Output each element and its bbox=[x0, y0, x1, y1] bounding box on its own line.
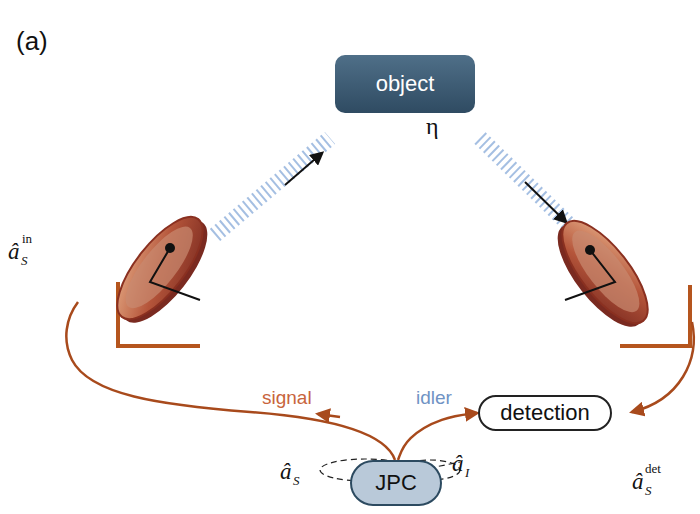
idler-label: idler bbox=[416, 388, 452, 407]
operator-symbol: â bbox=[280, 460, 292, 483]
operator-symbol: â bbox=[452, 452, 464, 475]
microwave-beam bbox=[215, 138, 585, 240]
panel-label: (a) bbox=[16, 28, 48, 54]
operator-subscript: S bbox=[21, 254, 28, 267]
operator-symbol: â bbox=[632, 470, 644, 493]
operator-superscript: in bbox=[22, 232, 32, 245]
cable bbox=[66, 302, 693, 460]
operator-superscript: det bbox=[645, 462, 661, 475]
operator-subscript: S bbox=[293, 474, 300, 487]
antenna-dish bbox=[103, 204, 222, 346]
antenna-dish bbox=[543, 208, 690, 346]
cable-connector bbox=[398, 413, 477, 460]
object-block: object bbox=[335, 55, 475, 113]
node-text: detection bbox=[500, 400, 589, 426]
efficiency-symbol: η bbox=[426, 114, 439, 138]
node-text: object bbox=[376, 71, 435, 97]
operator-subscript: S bbox=[645, 484, 652, 497]
operator-subscript: I bbox=[465, 466, 469, 479]
operator-symbol: â bbox=[8, 240, 20, 263]
detection-box: detection bbox=[478, 395, 612, 431]
jpc-box: JPC bbox=[350, 460, 442, 506]
signal-label: signal bbox=[262, 388, 312, 407]
node-text: JPC bbox=[375, 470, 417, 496]
